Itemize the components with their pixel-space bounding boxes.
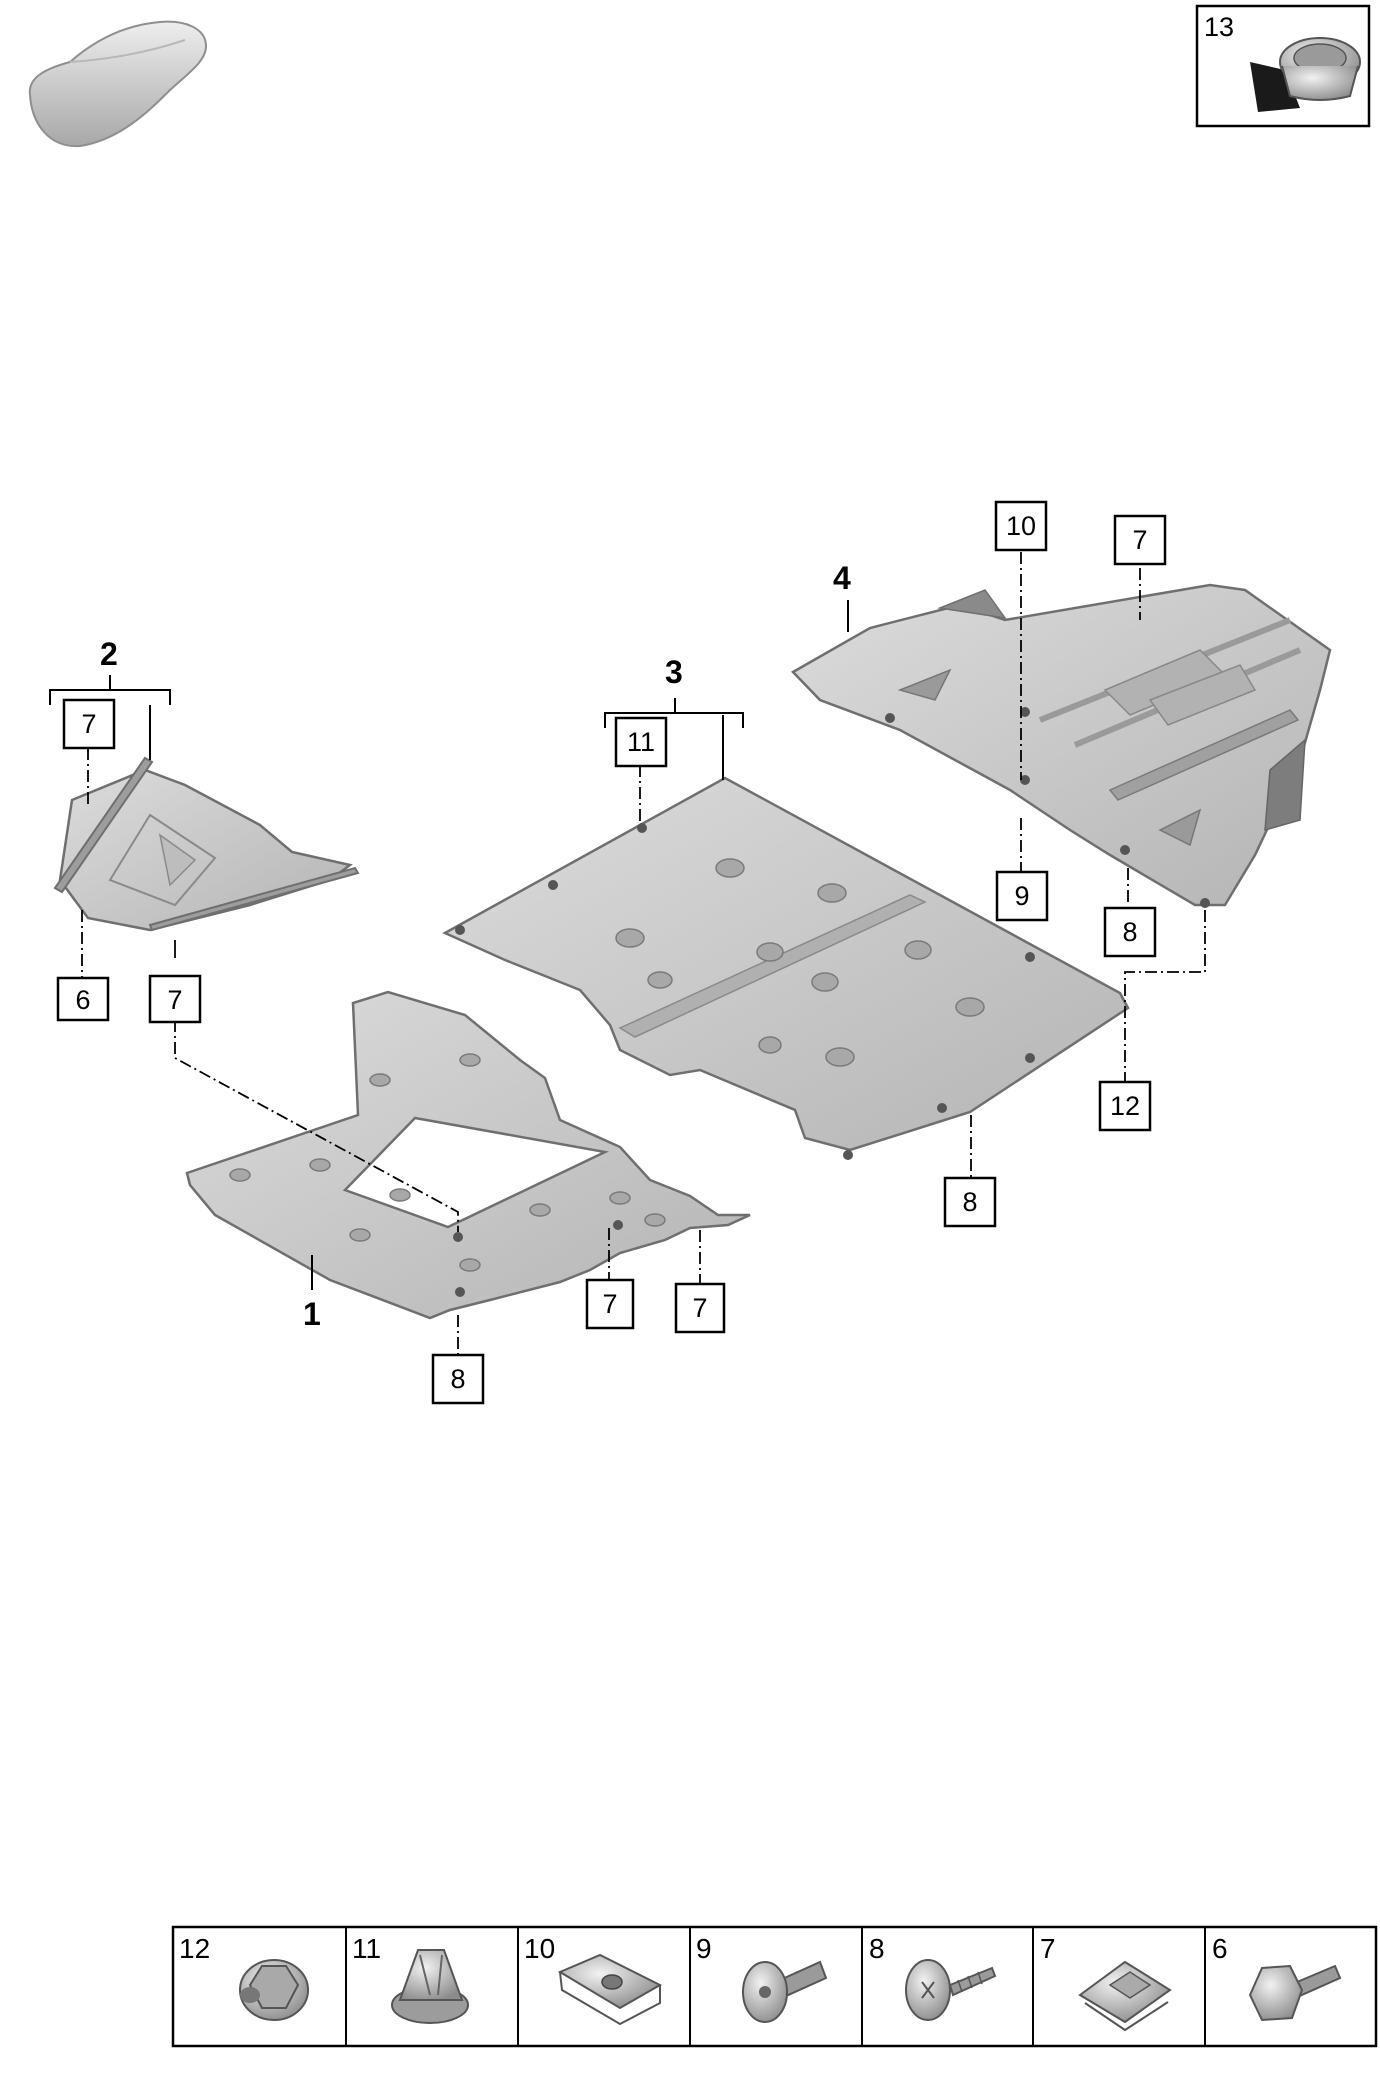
callout-number: 11 (627, 727, 655, 757)
callout-a1-7b[interactable]: 7 (674, 1282, 726, 1334)
callout-number: 12 (1110, 1091, 1140, 1121)
legend-number: 7 (1040, 1933, 1056, 1964)
assembly-3-label-group: 3 (604, 654, 744, 780)
callout-a4-top-7[interactable]: 7 (1113, 514, 1167, 566)
callout-a2-bottom-7[interactable]: 7 (148, 974, 202, 1024)
panel-assembly-3[interactable] (442, 776, 1130, 1160)
legend-item-8[interactable]: 8 (869, 1933, 997, 2021)
callout-number: 8 (1122, 917, 1137, 947)
parts-legend: 12 11 10 9 (171, 1925, 1378, 2048)
callout-number: 7 (81, 709, 96, 739)
callout-number: 9 (1014, 881, 1029, 911)
inset-part-number: 13 (1204, 12, 1234, 42)
callout-number: 10 (1006, 511, 1036, 541)
callout-number: 7 (692, 1293, 707, 1323)
callout-number: 7 (602, 1289, 617, 1319)
flange-nut-icon (239, 1959, 309, 2021)
legend-item-6[interactable]: 6 (1212, 1933, 1342, 2022)
callout-number: 6 (75, 985, 90, 1015)
legend-number: 12 (179, 1933, 210, 1964)
callout-number: 7 (167, 985, 182, 1015)
callout-a3-top-11[interactable]: 11 (614, 716, 668, 768)
legend-number: 8 (869, 1933, 885, 1964)
assembly-number-1: 1 (303, 1296, 321, 1332)
leader-lines (81, 552, 1206, 1355)
grommet-icon (1250, 37, 1361, 112)
spring-nut-icon (557, 1953, 663, 2026)
assembly-1-label-group: 1 (303, 1255, 321, 1332)
callout-a1-7a[interactable]: 7 (585, 1278, 635, 1330)
expanding-nut-icon (391, 1949, 469, 2024)
car-silhouette-icon (28, 20, 208, 148)
callout-a4-bottom-8[interactable]: 8 (1103, 906, 1157, 958)
legend-number: 11 (352, 1933, 381, 1964)
callout-a2-top-7[interactable]: 7 (62, 698, 116, 750)
callout-number: 8 (962, 1187, 977, 1217)
assembly-number-2: 2 (100, 636, 118, 672)
callout-a4-top-10[interactable]: 10 (994, 500, 1048, 552)
callout-a1-8[interactable]: 8 (431, 1353, 485, 1405)
legend-item-11[interactable]: 11 (352, 1933, 469, 2024)
legend-item-12[interactable]: 12 (179, 1933, 309, 2021)
hex-bolt-icon (1248, 1964, 1342, 2022)
callout-a3-bottom-8[interactable]: 8 (943, 1176, 997, 1228)
assembly-number-3: 3 (665, 654, 683, 690)
callout-a4-bottom-9[interactable]: 9 (995, 870, 1049, 922)
legend-item-7[interactable]: 7 (1040, 1933, 1172, 2032)
panel-assembly-2[interactable] (53, 756, 360, 932)
legend-number: 9 (696, 1933, 712, 1964)
panel-assembly-4[interactable] (790, 583, 1332, 908)
callout-a3a4-12[interactable]: 12 (1098, 1080, 1152, 1132)
callout-number: 7 (1132, 525, 1147, 555)
assembly-4-label-group: 4 (833, 560, 851, 632)
clip-icon (1078, 1960, 1172, 2032)
legend-item-10[interactable]: 10 (524, 1933, 663, 2026)
legend-number: 10 (524, 1933, 555, 1964)
callout-number: 8 (450, 1364, 465, 1394)
callout-a2-bottom-6[interactable]: 6 (56, 976, 110, 1022)
flat-head-bolt-icon (742, 1960, 828, 2023)
tapping-screw-icon (905, 1959, 997, 2021)
assembly-number-4: 4 (833, 560, 851, 596)
legend-number: 6 (1212, 1933, 1228, 1964)
inset-part-13[interactable]: 13 (1195, 4, 1371, 128)
assembly-2-label-group: 2 (49, 636, 171, 760)
legend-item-9[interactable]: 9 (696, 1933, 828, 2023)
